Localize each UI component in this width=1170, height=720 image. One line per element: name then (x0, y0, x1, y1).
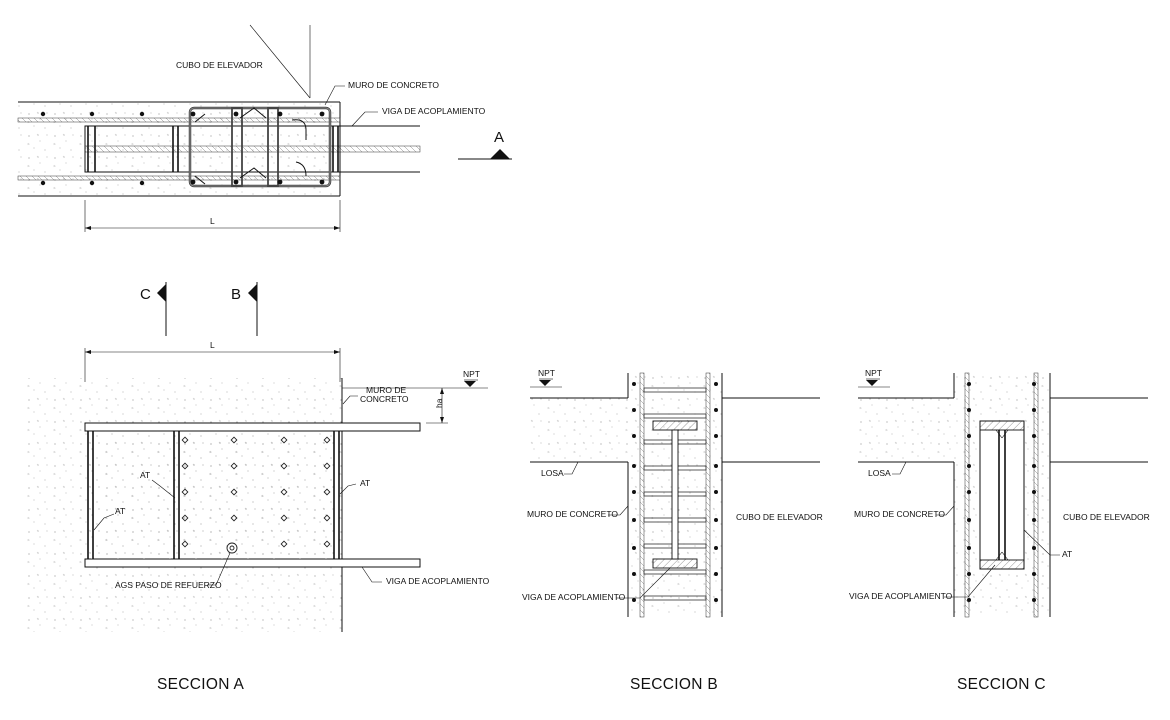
section-a-npt: NPT (463, 369, 480, 379)
section-a-at-right: AT (360, 478, 370, 488)
plan-rebar-dots (40, 111, 325, 186)
section-a: C B L (22, 282, 490, 693)
plan-view: CUBO DE ELEVADOR MURO DE CONCRETO VIGA D… (17, 24, 512, 232)
plan-label-concrete-wall: MURO DE CONCRETO (348, 80, 439, 90)
plan-label-elevator-shaft: CUBO DE ELEVADOR (176, 60, 263, 70)
section-c-title: SECCION C (957, 676, 1046, 693)
section-a-dimension-l: L (210, 340, 215, 350)
section-c-wall-label: MURO DE CONCRETO (854, 509, 945, 519)
section-a-holes-label: AGS PASO DE REFUERZO (115, 580, 222, 590)
section-a-at-middle: AT (140, 470, 150, 480)
plan-dimension-l: L (210, 216, 215, 226)
section-a-at-left: AT (115, 506, 125, 516)
section-a-beam-label: VIGA DE ACOPLAMIENTO (386, 576, 490, 586)
section-c-npt: NPT (865, 368, 882, 378)
section-b-shaft-label: CUBO DE ELEVADOR (736, 512, 823, 522)
section-mark-b: B (231, 286, 241, 303)
section-b: NPT LOSA MURO DE CONCRETO CUBO DE ELEVAD… (522, 368, 823, 693)
section-a-wall-line2: CONCRETO (360, 394, 409, 404)
section-c-beam-label: VIGA DE ACOPLAMIENTO (849, 591, 953, 601)
section-b-npt: NPT (538, 368, 555, 378)
section-a-hole-grid (181, 436, 331, 554)
section-c-shaft-label: CUBO DE ELEVADOR (1063, 512, 1150, 522)
section-mark-c: C (140, 286, 151, 303)
section-b-wall-label: MURO DE CONCRETO (527, 509, 618, 519)
section-b-slab-label: LOSA (541, 468, 564, 478)
section-c-slab-label: LOSA (868, 468, 891, 478)
section-c: NPT LOSA MURO DE CONCRETO CUBO DE ELEVAD… (849, 368, 1150, 693)
section-a-ha: ha (434, 398, 444, 408)
section-mark-a: A (494, 129, 504, 146)
section-b-title: SECCION B (630, 676, 718, 693)
plan-label-coupling-beam: VIGA DE ACOPLAMIENTO (382, 106, 486, 116)
section-a-wall-line1: MURO DE (366, 385, 406, 395)
section-b-beam-label: VIGA DE ACOPLAMIENTO (522, 592, 626, 602)
section-a-title: SECCION A (157, 676, 244, 693)
section-c-at: AT (1062, 549, 1072, 559)
